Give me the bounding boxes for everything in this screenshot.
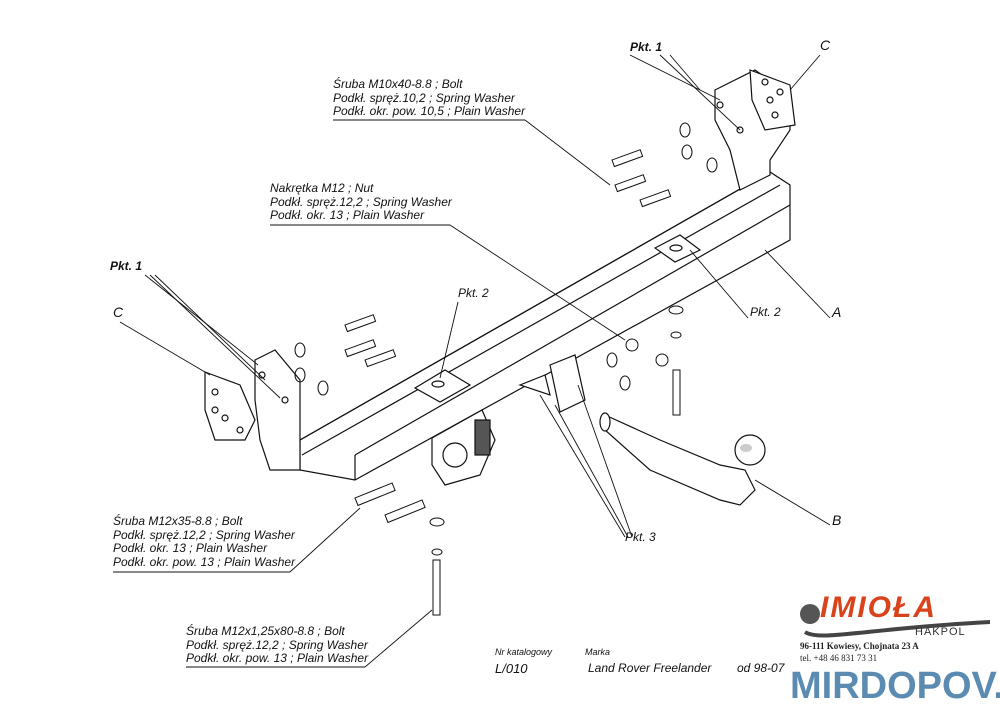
logo-swoosh <box>803 620 991 638</box>
washers <box>294 122 718 556</box>
callout-line: Podkł. okr. 13 ; Plain Washer <box>113 541 268 555</box>
callout-line: Śruba M12x35-8.8 ; Bolt <box>113 514 243 528</box>
plate-pkt2-right <box>653 234 702 263</box>
watermark: MIRDOPOV.RU <box>790 665 1000 707</box>
callout-nut-m12: Nakrętka M12 ; Nut Podkł. spręż.12,2 ; S… <box>270 181 452 223</box>
callout-line: Podkł. okr. 13 ; Plain Washer <box>270 208 425 222</box>
callout-bolt-m12x80: Śruba M12x1,25x80-8.8 ; Bolt Podkł. sprę… <box>186 624 369 666</box>
tow-ball-arm <box>599 412 766 506</box>
callout-line: Śruba M10x40-8.8 ; Bolt <box>333 77 463 91</box>
leader-lines <box>113 54 831 668</box>
left-bracket <box>204 349 301 471</box>
callout-line: Podkł. okr. pow. 13 ; Plain Washer <box>113 554 296 569</box>
catalog-label: Nr katalogowy <box>495 647 553 657</box>
logo-sub: HAKPOL <box>915 626 966 638</box>
label-pkt3: Pkt. 3 <box>625 530 656 544</box>
callout-line: Podkł. spręż.12,2 ; Spring Washer <box>186 637 368 652</box>
callout-line: Podkł. spręż.10,2 ; Spring Washer <box>333 90 515 105</box>
label-pkt2-left: Pkt. 2 <box>458 286 489 300</box>
callout-line: Nakrętka M12 ; Nut <box>270 181 374 195</box>
bolts <box>344 149 681 616</box>
logo-name: IMIOŁA <box>820 591 937 624</box>
label-c-right: C <box>820 37 831 53</box>
callout-bolt-m12x35: Śruba M12x35-8.8 ; Bolt Podkł. spręż.12,… <box>113 514 296 569</box>
label-c-left: C <box>113 304 124 320</box>
right-bracket <box>714 69 796 191</box>
callout-line: Śruba M12x1,25x80-8.8 ; Bolt <box>186 624 345 638</box>
brand-value: Land Rover Freelander <box>588 661 712 675</box>
years-value: od 98-07 <box>737 661 785 675</box>
callout-line: Podkł. okr. pow. 13 ; Plain Washer <box>186 651 369 665</box>
logo-phone: tel. +48 46 831 73 31 <box>800 653 878 663</box>
callout-line: Podkł. spręż.12,2 ; Spring Washer <box>113 527 295 542</box>
socket-plate <box>431 409 496 486</box>
logo-ball-icon <box>800 604 820 624</box>
label-a: A <box>832 304 842 320</box>
label-pkt1-left: Pkt. 1 <box>110 259 143 273</box>
catalog-value: L/010 <box>495 661 528 676</box>
label-b: B <box>832 512 842 528</box>
label-pkt2-right: Pkt. 2 <box>750 305 781 319</box>
label-pkt1-right: Pkt. 1 <box>630 40 663 54</box>
callout-bolt-m10: Śruba M10x40-8.8 ; Bolt Podkł. spręż.10,… <box>333 77 526 119</box>
logo-address: 96-111 Kowiesy, Chojnata 23 A <box>800 641 919 651</box>
callout-line: Podkł. spręż.12,2 ; Spring Washer <box>270 194 452 209</box>
callout-line: Podkł. okr. pow. 10,5 ; Plain Washer <box>333 104 526 118</box>
brand-label: Marka <box>585 647 611 657</box>
